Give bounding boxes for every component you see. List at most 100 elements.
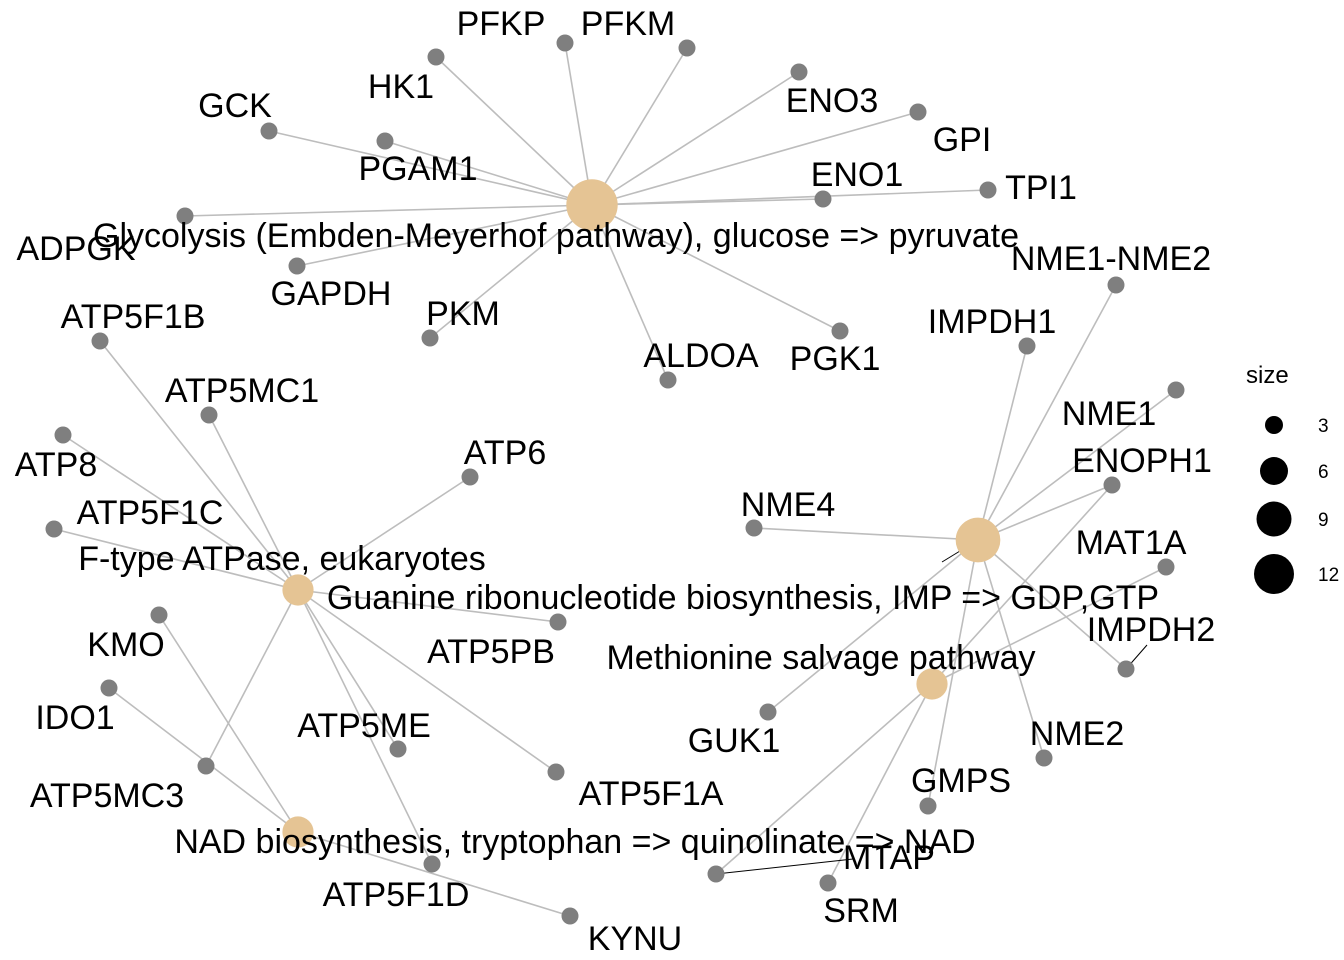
gene-label-guk1: GUK1 <box>688 722 781 760</box>
edge-glycolysis-tpi1 <box>591 189 989 206</box>
edge-guanine-nme1-nme2 <box>977 284 1117 541</box>
pathway-label-methionine: Methionine salvage pathway <box>606 639 1035 677</box>
edge-methionine-mat1a <box>931 566 1167 685</box>
gene-node-eno3 <box>790 63 808 81</box>
gene-label-mtap: MTAP <box>843 839 935 877</box>
edge-guanine-nme4 <box>753 527 979 541</box>
legend-key-12 <box>1254 554 1294 594</box>
edge-guanine-impdh2 <box>977 539 1127 670</box>
gene-node-eno1 <box>814 190 832 208</box>
gene-node-srm <box>819 874 837 892</box>
gene-node-atp5f1b <box>91 332 109 350</box>
gene-node-gmps <box>919 797 937 815</box>
gene-node-aldoa <box>659 371 677 389</box>
gene-node-impdh1 <box>1018 337 1036 355</box>
gene-label-enoph1: ENOPH1 <box>1072 442 1212 480</box>
gene-node-atp5mc3 <box>197 757 215 775</box>
edge-guanine-impdh1 <box>977 345 1028 541</box>
gene-node-atp5f1d <box>423 855 441 873</box>
edge-glycolysis-gck <box>268 130 593 206</box>
edge-glycolysis-pfkm <box>591 47 688 206</box>
network-edges <box>53 42 1177 917</box>
gene-node-enoph1 <box>1103 476 1121 494</box>
edge-nad-kmo <box>158 614 299 833</box>
gene-label-atp5f1c: ATP5F1C <box>77 494 224 532</box>
gene-label-aldoa: ALDOA <box>643 337 759 375</box>
gene-label-tpi1: TPI1 <box>1005 169 1077 207</box>
gene-node-pfkm <box>678 39 696 57</box>
legend-label-3: 3 <box>1318 416 1329 437</box>
gene-label-pgam1: PGAM1 <box>358 150 477 188</box>
gene-node-tpi1 <box>979 181 997 199</box>
gene-label-atp6: ATP6 <box>464 434 547 472</box>
edge-atpase-atp5f1a <box>297 589 557 773</box>
legend-label-9: 9 <box>1318 510 1329 531</box>
gene-node-mtap <box>707 865 725 883</box>
legend-key-3 <box>1265 416 1283 434</box>
gene-node-nme2 <box>1035 749 1053 767</box>
gene-label-kmo: KMO <box>87 626 164 664</box>
gene-label-nme1: NME1 <box>1062 395 1156 433</box>
gene-label-atp5pb: ATP5PB <box>427 633 555 671</box>
edge-guanine-nme1 <box>977 389 1177 541</box>
pathway-node-atpase <box>282 574 314 606</box>
gene-node-nme4 <box>745 519 763 537</box>
edge-atpase-atp5me <box>297 589 399 750</box>
gene-node-atp5mc1 <box>200 406 218 424</box>
edge-atpase-atp5pb <box>297 589 559 623</box>
label-leader-line <box>715 858 854 875</box>
pathway-node-methionine <box>916 668 948 700</box>
gene-label-adpgk: ADPGK <box>16 230 135 268</box>
edge-atpase-atp5f1d <box>297 589 433 865</box>
gene-label-atp5f1a: ATP5F1A <box>579 775 724 813</box>
gene-node-atp8 <box>54 426 72 444</box>
gene-label-pkm: PKM <box>426 295 500 333</box>
edge-glycolysis-gpi <box>591 111 919 206</box>
edge-nad-kynu <box>297 831 571 917</box>
gene-node-atp6 <box>461 468 479 486</box>
pathway-label-atpase: F-type ATPase, eukaryotes <box>78 540 486 578</box>
edge-glycolysis-adpgk <box>184 204 593 217</box>
gene-label-impdh2: IMPDH2 <box>1087 611 1215 649</box>
gene-node-kynu <box>561 907 579 925</box>
gene-node-kmo <box>150 606 168 624</box>
gene-node-guk1 <box>759 703 777 721</box>
gene-label-atp5me: ATP5ME <box>297 707 431 745</box>
gene-label-ido1: IDO1 <box>35 699 114 737</box>
gene-label-eno1: ENO1 <box>811 156 904 194</box>
edge-atpase-atp8 <box>62 434 299 591</box>
gene-label-pfkp: PFKP <box>457 5 546 43</box>
gene-node-atp5f1c <box>45 520 63 538</box>
gene-node-gapdh <box>288 257 306 275</box>
edge-methionine-enoph1 <box>931 484 1113 685</box>
gene-label-gmps: GMPS <box>911 762 1011 800</box>
edge-glycolysis-pgam1 <box>384 140 593 206</box>
gene-node-pkm <box>421 329 439 347</box>
pathway-node-nad <box>282 816 314 848</box>
edge-glycolysis-pfkp <box>564 42 593 206</box>
gene-node-atp5f1a <box>547 763 565 781</box>
edge-methionine-mtap <box>715 683 933 875</box>
gene-node-gpi <box>909 103 927 121</box>
gene-label-atp8: ATP8 <box>15 446 98 484</box>
gene-label-nme4: NME4 <box>741 486 835 524</box>
legend-key-9 <box>1256 501 1292 537</box>
gene-node-impdh2 <box>1117 660 1135 678</box>
legend-key-6 <box>1260 457 1288 485</box>
gene-node-atp5me <box>389 740 407 758</box>
gene-label-impdh1: IMPDH1 <box>928 303 1056 341</box>
legend-title: size <box>1246 362 1289 389</box>
gene-node-pgk1 <box>831 322 849 340</box>
network-nodes <box>45 34 1185 925</box>
legend-label-6: 6 <box>1318 462 1329 483</box>
gene-node-adpgk <box>176 207 194 225</box>
edge-glycolysis-eno3 <box>591 71 800 206</box>
edge-atpase-atp5f1c <box>53 528 299 591</box>
pathway-label-guanine: Guanine ribonucleotide biosynthesis, IMP… <box>327 579 1159 617</box>
gene-node-ido1 <box>100 679 118 697</box>
edge-guanine-nme2 <box>977 539 1045 759</box>
gene-label-nme2: NME2 <box>1030 715 1124 753</box>
